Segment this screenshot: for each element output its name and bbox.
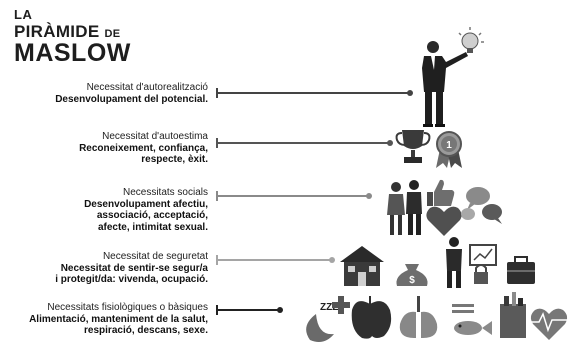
heart-icon	[426, 206, 462, 236]
couple-icon	[387, 180, 422, 235]
level-5-connector	[216, 305, 283, 315]
briefcase-icon	[507, 256, 535, 284]
level-3-description: Desenvolupament afectiu,	[84, 198, 208, 210]
title-line-3: MASLOW	[14, 39, 131, 67]
medical-cross-icon	[332, 296, 350, 314]
businessman-icon	[422, 41, 468, 127]
sleep-text: ZZZ	[320, 302, 338, 313]
connector-cap	[216, 255, 218, 265]
title-line-2: PIRÀMIDE DE	[14, 22, 121, 41]
connector-line	[216, 259, 332, 261]
level-2-connector	[216, 138, 393, 148]
trophy-icon	[395, 130, 431, 163]
chart-screen-icon	[469, 244, 497, 266]
level-4-label: Necessitat de seguretat Necessitat de se…	[55, 251, 208, 286]
level-3-description: afecte, intimitat sexual.	[97, 221, 208, 233]
chat-bubbles-icon	[461, 187, 502, 224]
worker-icon	[446, 237, 462, 288]
connector-line	[216, 142, 390, 144]
diagram-title: LA PIRÀMIDE DE MASLOW	[14, 8, 131, 66]
level-5-description: Alimentació, manteniment de la salut,	[29, 313, 208, 325]
level-1-heading: Necessitat d'autorealització	[86, 82, 208, 93]
thumbs-up-icon	[427, 179, 455, 206]
medal-icon: 1	[436, 131, 462, 168]
apple-icon	[351, 296, 392, 339]
level-4-description: Necessitat de sentir-se segur/a	[60, 262, 208, 274]
sleep-moon-icon: ZZZ	[306, 302, 338, 342]
connector-dot	[329, 257, 335, 263]
level-3-connector	[216, 191, 372, 201]
lungs-icon	[399, 296, 438, 338]
house-icon	[340, 246, 384, 286]
money-bag-icon: $	[396, 264, 428, 286]
connector-dot	[277, 307, 283, 313]
level-2-label: Necessitat d'autoestima Reconeixement, c…	[79, 131, 208, 166]
medal-number: 1	[446, 140, 452, 151]
fish-icon	[452, 304, 492, 335]
connector-dot	[407, 90, 413, 96]
level-5-label: Necessitats fisiològiques o bàsiques Ali…	[29, 302, 208, 337]
level-2-description: Reconeixement, confiança,	[79, 142, 208, 154]
level-4-heading: Necessitat de seguretat	[102, 251, 208, 262]
title-line-1: LA	[14, 7, 33, 22]
level-5-heading: Necessitats fisiològiques o bàsiques	[47, 302, 208, 313]
level-3-heading: Necessitats socials	[122, 187, 208, 198]
level-3-description: associació, acceptació,	[96, 210, 208, 221]
svg-text:$: $	[409, 275, 415, 286]
heartbeat-icon	[530, 308, 568, 340]
level-2-description: respecte, èxit.	[141, 154, 208, 165]
connector-cap	[216, 138, 218, 148]
connector-cap	[216, 191, 218, 201]
level-4-connector	[216, 255, 335, 265]
food-bag-icon	[500, 292, 526, 338]
level-5-description: respiració, descans, sexe.	[84, 325, 208, 336]
connector-dot	[366, 193, 372, 199]
connector-dot	[387, 140, 393, 146]
level-3-label: Necessitats socials Desenvolupament afec…	[84, 187, 208, 233]
lightbulb-icon	[458, 27, 484, 53]
connector-line	[216, 92, 410, 94]
connector-line	[216, 195, 369, 197]
padlock-icon	[474, 264, 488, 284]
level-1-connector	[216, 88, 413, 98]
connector-line	[216, 309, 280, 311]
level-2-heading: Necessitat d'autoestima	[102, 131, 208, 142]
connector-cap	[216, 305, 218, 315]
level-1-description: Desenvolupament del potencial.	[55, 93, 208, 105]
level-1-label: Necessitat d'autorealització Desenvolupa…	[55, 82, 208, 105]
connector-cap	[216, 88, 218, 98]
level-4-description: i protegit/da: vivenda, ocupació.	[55, 274, 208, 285]
